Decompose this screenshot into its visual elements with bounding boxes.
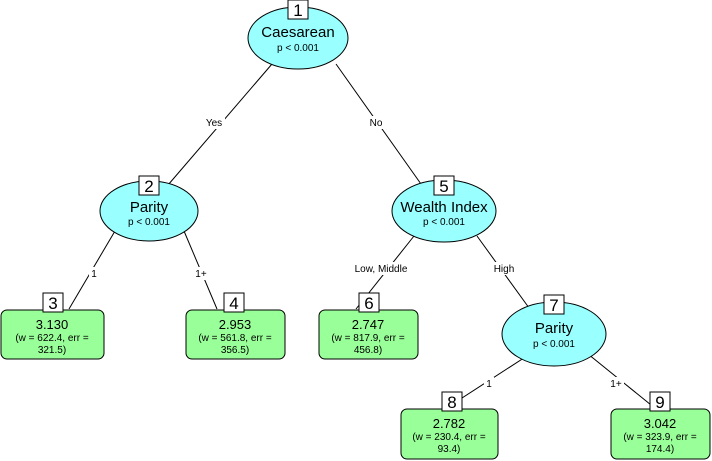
node-1-id-box [287,0,309,20]
node-2-id-box [138,175,160,196]
leaf-node-9: 3.042 (w = 323.9, err = 174.4) 9 [610,391,711,460]
leaf-node-6: 2.747 (w = 817.9, err = 456.8) 6 [318,292,419,360]
svg-text:1+: 1+ [195,269,207,280]
leaf-6-detail-line1: (w = 817.9, err = [331,333,405,344]
leaf-8-id-box [441,391,463,412]
node-7-parity: Parity p < 0.001 7 [501,294,607,367]
edge-label-high: High [492,262,516,275]
node-7-variable: Parity [535,320,574,337]
node-2-parity: Parity p < 0.001 2 [99,175,199,242]
node-5-variable: Wealth Index [400,199,488,216]
svg-text:No: No [370,118,383,129]
node-2-variable: Parity [130,199,169,216]
leaf-9-value: 3.042 [644,416,677,431]
node-7-id: 7 [549,296,558,315]
svg-text:1: 1 [486,379,492,390]
leaf-9-id-box [649,391,671,412]
leaf-8-id: 8 [447,393,456,412]
node-5-wealth-index: Wealth Index p < 0.001 5 [391,175,497,243]
leaf-8-value: 2.782 [433,416,466,431]
leaf-4-id: 4 [229,294,238,313]
node-2-pvalue: p < 0.001 [128,217,170,228]
leaf-4-id-box [223,292,245,313]
leaf-3-id-box [42,292,64,313]
leaf-3-value: 3.130 [36,317,69,332]
svg-text:1+: 1+ [610,379,622,390]
leaf-6-value: 2.747 [352,317,385,332]
leaf-6-id: 6 [364,294,373,313]
svg-text:Low, Middle: Low, Middle [355,264,408,275]
edge-label-parity7-1: 1 [484,377,494,390]
node-7-id-box [543,294,565,315]
leaf-3-id: 3 [48,294,57,313]
node-2-id: 2 [144,177,153,196]
leaf-8-detail-line1: (w = 230.4, err = [412,432,486,443]
leaf-9-detail-line2: 174.4) [646,444,674,455]
node-1-variable: Caesarean [261,24,334,41]
edge-label-parity-1plus: 1+ [193,267,209,280]
edge-label-parity7-1plus: 1+ [608,377,624,390]
leaf-4-value: 2.953 [219,317,252,332]
svg-text:Yes: Yes [206,118,222,129]
leaf-9-detail-line1: (w = 323.9, err = [623,432,697,443]
node-5-pvalue: p < 0.001 [423,217,465,228]
node-1-caesarean: Caesarean p < 0.001 1 [247,0,349,70]
node-7-pvalue: p < 0.001 [533,339,575,350]
leaf-4-detail-line1: (w = 561.8, err = [198,333,272,344]
edge-label-yes: Yes [203,116,225,129]
leaf-6-detail-line2: 456.8) [354,345,382,356]
edge-label-parity-1: 1 [89,267,99,280]
leaf-4-detail-line2: 356.5) [221,345,249,356]
leaf-9-id: 9 [655,393,664,412]
leaf-3-detail-line2: 321.5) [38,345,66,356]
svg-text:High: High [494,264,515,275]
edge-label-low-middle: Low, Middle [351,262,411,275]
node-5-id: 5 [439,177,448,196]
leaf-node-3: 3.130 (w = 622.4, err = 321.5) 3 [0,292,105,360]
leaf-3-detail-line1: (w = 622.4, err = [15,333,89,344]
node-5-id-box [433,175,455,196]
leaf-6-id-box [358,292,380,313]
edge-label-no: No [368,116,384,129]
node-1-id: 1 [293,1,302,20]
leaf-8-detail-line2: 93.4) [438,444,461,455]
leaf-node-4: 2.953 (w = 561.8, err = 356.5) 4 [185,292,286,360]
node-1-pvalue: p < 0.001 [277,43,319,54]
leaf-node-8: 2.782 (w = 230.4, err = 93.4) 8 [400,391,499,460]
svg-text:1: 1 [91,269,97,280]
